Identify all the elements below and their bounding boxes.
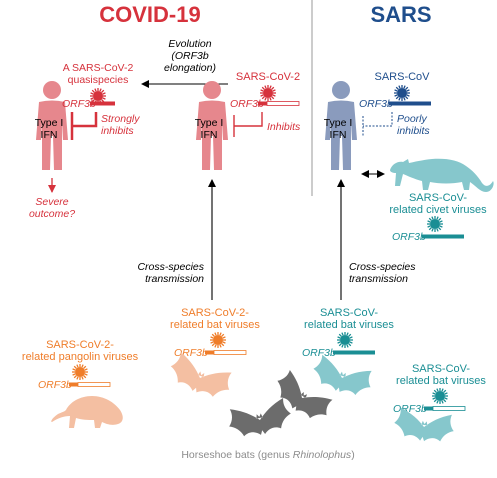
civet-icon: [390, 158, 494, 192]
svg-text:Type I: Type I: [35, 117, 64, 129]
cov2-pangolin-virus-icon: [71, 363, 89, 381]
cov2-bat-virus-icon: [209, 331, 227, 349]
svg-text:SARS-CoV-: SARS-CoV-: [320, 307, 378, 319]
orf3b-gene-cov2-bat-short: [205, 350, 214, 355]
strongly-inhibits-label: Strongly inhibits: [101, 113, 140, 137]
svg-text:Strongly: Strongly: [101, 113, 140, 125]
strong-inhibit-symbol: [70, 112, 98, 140]
civet-virus-label: SARS-CoV- related civet viruses: [389, 192, 487, 216]
weak-inhibit-symbol: [362, 112, 393, 136]
sars-cov-label: SARS-CoV: [374, 71, 430, 83]
evolution-label: Evolution (ORF3b elongation): [164, 38, 216, 74]
orf3b-gene-cov-bat-2-outline: [432, 406, 466, 411]
cov-bat-virus-icon-1: [336, 331, 354, 349]
svg-text:IFN: IFN: [201, 129, 218, 141]
svg-text:related bat viruses: related bat viruses: [304, 319, 394, 331]
severe-outcome-label: Severe outcome?: [29, 196, 75, 220]
covid-header: COVID-19: [99, 2, 200, 27]
bat-icon-teal-center: [309, 353, 376, 401]
svg-text:Cross-species: Cross-species: [349, 261, 416, 273]
orf3b-gene-quasispecies: [90, 101, 115, 106]
svg-text:outcome?: outcome?: [29, 208, 75, 220]
svg-text:Cross-species: Cross-species: [137, 261, 204, 273]
inhibit-symbol: [233, 112, 263, 137]
orf3b-label-civet: ORF3b: [392, 231, 426, 243]
svg-text:transmission: transmission: [145, 273, 204, 285]
svg-text:related civet viruses: related civet viruses: [389, 204, 487, 216]
orf3b-label-cov-bat-2: ORF3b: [393, 403, 427, 415]
sars-header: SARS: [370, 2, 431, 27]
orf3b-gene-cov-bat-1: [333, 350, 375, 355]
sars-cov2-label: SARS-CoV-2: [236, 71, 300, 83]
orf3b-gene-civet: [422, 234, 464, 239]
svg-text:related bat viruses: related bat viruses: [170, 319, 260, 331]
svg-text:Severe: Severe: [35, 196, 68, 208]
svg-text:inhibits: inhibits: [101, 125, 134, 137]
svg-text:transmission: transmission: [349, 273, 408, 285]
svg-text:Poorly: Poorly: [397, 113, 428, 125]
orf3b-gene-sars: [389, 101, 431, 106]
inhibits-label: Inhibits: [267, 121, 301, 133]
svg-text:quasispecies: quasispecies: [68, 74, 129, 86]
svg-text:SARS-CoV-: SARS-CoV-: [409, 192, 467, 204]
ifn-label-middle: Type I IFN: [195, 117, 224, 141]
orf3b-gene-cov2-short: [258, 101, 267, 106]
orf3b-gene-cov2-bat-outline: [213, 350, 247, 355]
sars-cov-virus-icon: [393, 84, 411, 102]
orf3b-label-sars: ORF3b: [359, 98, 393, 110]
orf3b-gene-pangolin-short: [69, 382, 78, 387]
svg-text:Type I: Type I: [195, 117, 224, 129]
orf3b-label-quasispecies: ORF3b: [62, 98, 96, 110]
ifn-label-left: Type I IFN: [35, 117, 64, 141]
svg-text:A SARS-CoV-2: A SARS-CoV-2: [63, 62, 134, 74]
civet-virus-icon: [426, 215, 444, 233]
svg-text:elongation): elongation): [164, 62, 216, 74]
ifn-label-right: Type I IFN: [324, 117, 353, 141]
horseshoe-bats-caption: Horseshoe bats (genus Rhinolophus): [181, 449, 354, 461]
orf3b-gene-pangolin-outline: [77, 382, 111, 387]
svg-text:(ORF3b: (ORF3b: [171, 50, 209, 62]
cov-bat-virus-label-1: SARS-CoV- related bat viruses: [304, 307, 394, 331]
orf3b-label-cov-bat-1: ORF3b: [302, 347, 336, 359]
svg-text:SARS-CoV-2-: SARS-CoV-2-: [46, 339, 114, 351]
orf3b-label-cov2-bat: ORF3b: [174, 347, 208, 359]
orf3b-gene-cov-bat-2-short: [424, 406, 433, 411]
svg-text:SARS-CoV-: SARS-CoV-: [412, 363, 470, 375]
quasispecies-label: A SARS-CoV-2 quasispecies: [63, 62, 134, 86]
svg-text:Evolution: Evolution: [168, 38, 211, 50]
transmission-label-covid: Cross-species transmission: [137, 261, 204, 285]
poorly-inhibits-label: Poorly inhibits: [397, 113, 430, 137]
svg-text:IFN: IFN: [330, 129, 347, 141]
orf3b-gene-cov2-outline: [266, 101, 300, 106]
transmission-label-sars: Cross-species transmission: [349, 261, 416, 285]
svg-text:related bat viruses: related bat viruses: [396, 375, 486, 387]
cov2-pangolin-virus-label: SARS-CoV-2- related pangolin viruses: [22, 339, 139, 363]
svg-text:inhibits: inhibits: [397, 125, 430, 137]
orf3b-label-cov2: ORF3b: [230, 98, 264, 110]
svg-text:Type I: Type I: [324, 117, 353, 129]
cov-bat-virus-icon-2: [431, 387, 449, 405]
bat-icon-grey-left: [225, 397, 294, 441]
svg-text:IFN: IFN: [41, 129, 58, 141]
svg-text:SARS-CoV-2-: SARS-CoV-2-: [181, 307, 249, 319]
orf3b-label-pangolin: ORF3b: [38, 379, 72, 391]
cov2-bat-virus-label: SARS-CoV-2- related bat viruses: [170, 307, 260, 331]
cov-bat-virus-label-2: SARS-CoV- related bat viruses: [396, 363, 486, 387]
svg-text:related pangolin viruses: related pangolin viruses: [22, 351, 139, 363]
pangolin-icon: [51, 396, 123, 428]
